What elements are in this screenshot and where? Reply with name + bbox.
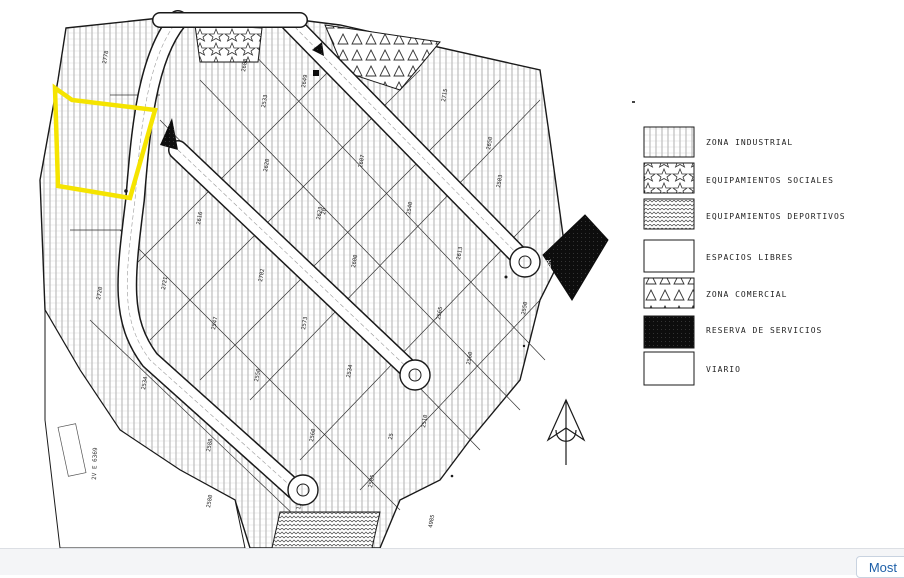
service-reserve-area bbox=[542, 214, 609, 301]
plot-label: 2580 bbox=[206, 494, 214, 508]
legend-swatch-industrial bbox=[643, 126, 695, 158]
plot-label: 13 bbox=[296, 503, 303, 511]
plot-label: 2623 bbox=[316, 206, 324, 220]
plot-label: 2573 bbox=[301, 316, 309, 330]
map-note-text: 2V E 6369 bbox=[91, 447, 99, 480]
plot-label: 2550 bbox=[254, 368, 262, 382]
plot-label: 2534 bbox=[141, 376, 149, 391]
plot-labels: 2778 2688 2649 2715 2620 2607 2650 2623 2540 2616… bbox=[96, 50, 529, 528]
plot-label: 2778 bbox=[102, 50, 110, 64]
map-note-box bbox=[57, 423, 87, 477]
more-button[interactable]: Most bbox=[855, 556, 904, 578]
junction-island bbox=[312, 42, 324, 56]
plot-label: 2616 bbox=[196, 211, 204, 225]
road-network bbox=[117, 10, 535, 500]
plot-label: 2585 bbox=[368, 474, 376, 488]
plot-label: 2510 bbox=[421, 414, 429, 428]
site-plan-drawing: SR 2V E 6369 2778 2688 2649 2715 2620 2607 265… bbox=[39, 10, 695, 548]
service-reserve-label: SR bbox=[545, 259, 553, 268]
legend-label-social: EQUIPAMIENTOS SOCIALES bbox=[706, 176, 834, 185]
plot-label: 2607 bbox=[358, 154, 366, 168]
plot-label: 2560 bbox=[309, 428, 317, 442]
legend-label-services: RESERVA DE SERVICIOS bbox=[706, 326, 823, 335]
legend-swatch-commercial bbox=[643, 277, 695, 309]
parcel-marker bbox=[124, 189, 128, 193]
north-arrow-icon bbox=[546, 398, 586, 465]
plot-label: 2600 bbox=[351, 254, 359, 268]
junction-island bbox=[160, 118, 178, 150]
plot-label: 20 bbox=[321, 208, 328, 216]
plot-label: 2540 bbox=[406, 201, 414, 215]
plot-label: 2688 bbox=[241, 58, 249, 72]
service-point bbox=[313, 70, 319, 76]
plot-label: 2720 bbox=[96, 286, 104, 300]
site-plan-map: SR 2V E 6369 2778 2688 2649 2715 2620 2607 265… bbox=[39, 10, 846, 548]
plot-label: 2547 bbox=[211, 316, 219, 330]
legend-swatch-road bbox=[643, 351, 695, 386]
legend-label-sports: EQUIPAMIENTOS DEPORTIVOS bbox=[706, 212, 846, 221]
roundabouts bbox=[287, 246, 541, 506]
legend-swatch-services bbox=[643, 315, 695, 349]
plot-label: 2650 bbox=[486, 136, 494, 150]
plot-label: 2565 bbox=[436, 306, 444, 320]
plot-label: 2702 bbox=[258, 268, 266, 282]
plot-label: 2721 bbox=[161, 276, 169, 290]
legend-label-open: ESPACIOS LIBRES bbox=[706, 253, 794, 262]
plot-label: 2550 bbox=[521, 301, 529, 315]
legend-swatch-sports bbox=[643, 198, 695, 230]
legend-label-industrial: ZONA INDUSTRIAL bbox=[706, 138, 794, 147]
plot-label: 2588 bbox=[206, 438, 214, 452]
plot-label: 25 bbox=[388, 433, 395, 441]
legend-swatch-social bbox=[643, 162, 695, 194]
highlighted-parcel bbox=[52, 83, 158, 201]
plot-label: 2534 bbox=[346, 364, 354, 379]
plot-label: 2503 bbox=[496, 174, 504, 188]
plot-label: 2560 bbox=[466, 351, 474, 365]
sports-equipment-area bbox=[271, 511, 381, 548]
legend-swatch-open bbox=[643, 239, 695, 273]
legend-label-road: VIARIO bbox=[706, 365, 741, 374]
plot-label: 2533 bbox=[261, 94, 269, 108]
legend-label-commercial: ZONA COMERCIAL bbox=[706, 290, 788, 299]
open-space-area bbox=[44, 308, 246, 548]
plot-label: 2613 bbox=[456, 246, 464, 260]
plot-label: 2620 bbox=[263, 158, 271, 172]
social-equipment-area bbox=[194, 24, 263, 63]
plot-label: 2649 bbox=[301, 74, 309, 88]
bottom-toolbar bbox=[0, 548, 904, 575]
plot-label: 4985 bbox=[428, 514, 436, 528]
plot-label: 2715 bbox=[441, 88, 449, 102]
